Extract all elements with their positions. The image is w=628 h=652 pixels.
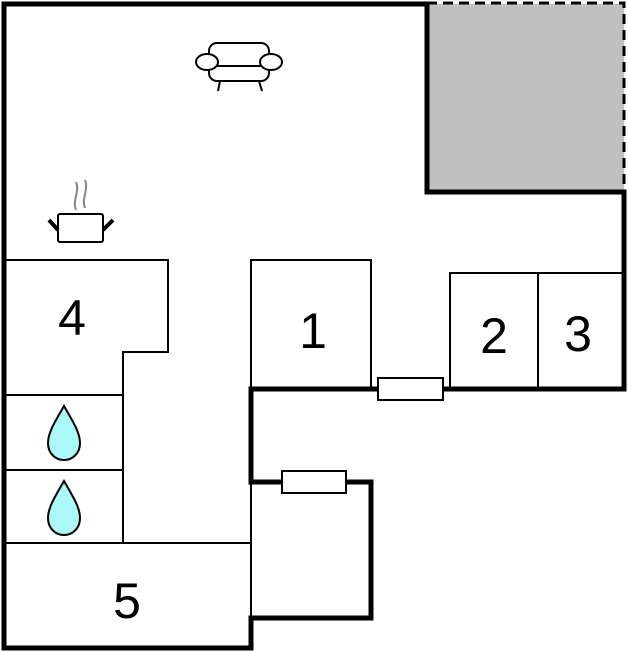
terrace-area xyxy=(427,4,624,192)
window xyxy=(281,470,347,494)
sofa-icon xyxy=(195,42,283,92)
cooking-pot-icon xyxy=(47,179,115,243)
window xyxy=(377,377,444,401)
room-5-label: 5 xyxy=(113,573,141,629)
interior-walls xyxy=(4,259,624,618)
water-drop-icon xyxy=(46,478,82,537)
room-4-label: 4 xyxy=(58,290,86,346)
room-2-label: 2 xyxy=(480,308,508,364)
terrace-dashed-edge xyxy=(427,1,626,192)
room-1-label: 1 xyxy=(299,303,327,359)
water-drop-icon xyxy=(46,403,82,462)
room-3-label: 3 xyxy=(564,306,592,362)
